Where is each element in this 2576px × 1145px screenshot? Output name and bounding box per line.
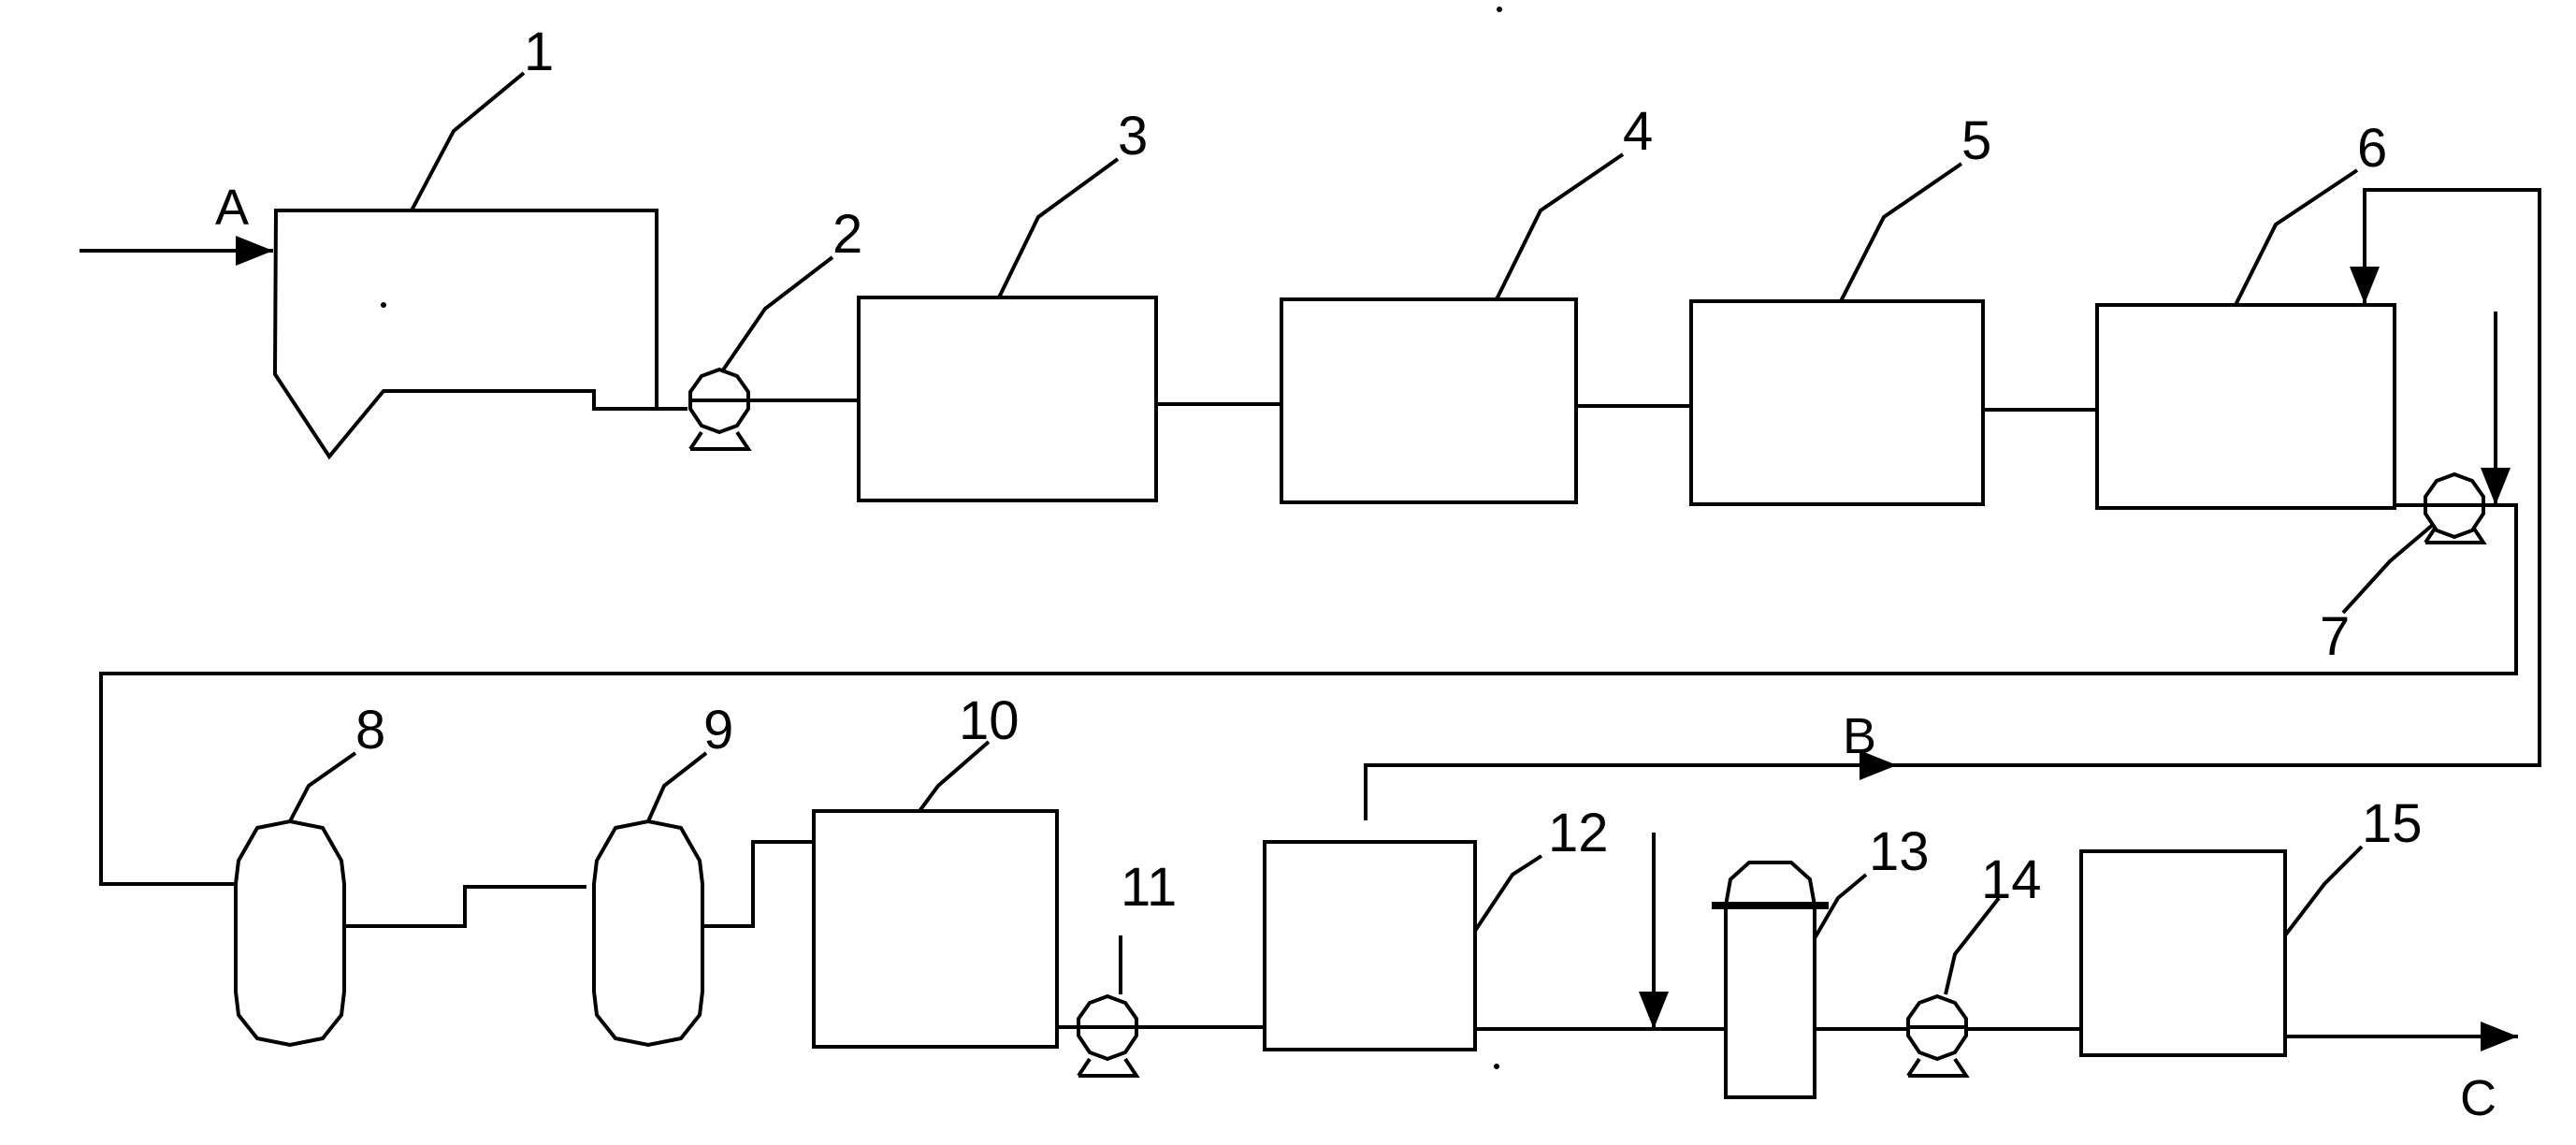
- label-1: 1: [524, 22, 554, 82]
- label-15: 15: [2362, 793, 2423, 854]
- pump-14-icon: [1906, 993, 1970, 1078]
- pipe-9-10: [702, 840, 814, 928]
- label-2: 2: [832, 204, 862, 265]
- label-6: 6: [2357, 118, 2387, 179]
- leader-14: [1944, 896, 2001, 995]
- pump-11-icon: [1077, 993, 1140, 1078]
- leader-2: [720, 255, 834, 373]
- label-10: 10: [959, 690, 1020, 751]
- unit-12-box: [1263, 840, 1477, 1051]
- leader-13: [1813, 873, 1868, 940]
- leader-12: [1473, 854, 1543, 933]
- pump-2-icon: [688, 367, 752, 451]
- leader-8: [288, 751, 357, 822]
- pump-7-icon: [2424, 471, 2487, 544]
- dot-marker: [381, 302, 386, 308]
- vessel-8-icon: [234, 819, 346, 1048]
- leader-9: [646, 751, 708, 822]
- label-9: 9: [703, 700, 733, 761]
- leader-6: [2234, 168, 2359, 306]
- leader-1: [410, 71, 526, 211]
- leader-3: [997, 157, 1120, 298]
- pipe-8-9: [344, 885, 586, 928]
- unit-15-box: [2079, 849, 2287, 1057]
- leader-4: [1495, 152, 1625, 300]
- unit-4-box: [1280, 297, 1578, 504]
- label-5: 5: [1961, 110, 1991, 171]
- dot-marker: [1497, 7, 1502, 12]
- recycle-stream-b: [1364, 188, 2541, 820]
- leader-10: [918, 740, 991, 813]
- stream-label-a: A: [215, 180, 249, 236]
- leader-15: [2283, 845, 2364, 937]
- leader-7: [2341, 522, 2436, 615]
- label-7: 7: [2320, 606, 2350, 667]
- unit-3-box: [857, 296, 1158, 502]
- label-3: 3: [1118, 106, 1148, 167]
- leader-5: [1839, 162, 1963, 302]
- pipe-7-8: [99, 503, 2518, 886]
- dot-marker: [1494, 1064, 1499, 1069]
- label-8: 8: [355, 700, 385, 761]
- unit-5-box: [1689, 299, 1985, 506]
- label-11: 11: [1121, 857, 1177, 918]
- label-14: 14: [1981, 849, 2042, 910]
- unit-10-box: [812, 809, 1059, 1049]
- label-13: 13: [1869, 821, 1930, 882]
- vessel-9-icon: [592, 819, 704, 1048]
- label-4: 4: [1623, 101, 1653, 162]
- stream-label-b: B: [1843, 708, 1876, 764]
- unit-1-hopper: [272, 209, 658, 460]
- unit-13-filter: [1712, 861, 1829, 1099]
- label-12: 12: [1548, 803, 1609, 863]
- unit-6-box: [2095, 303, 2396, 510]
- stream-label-c: C: [2460, 1070, 2496, 1126]
